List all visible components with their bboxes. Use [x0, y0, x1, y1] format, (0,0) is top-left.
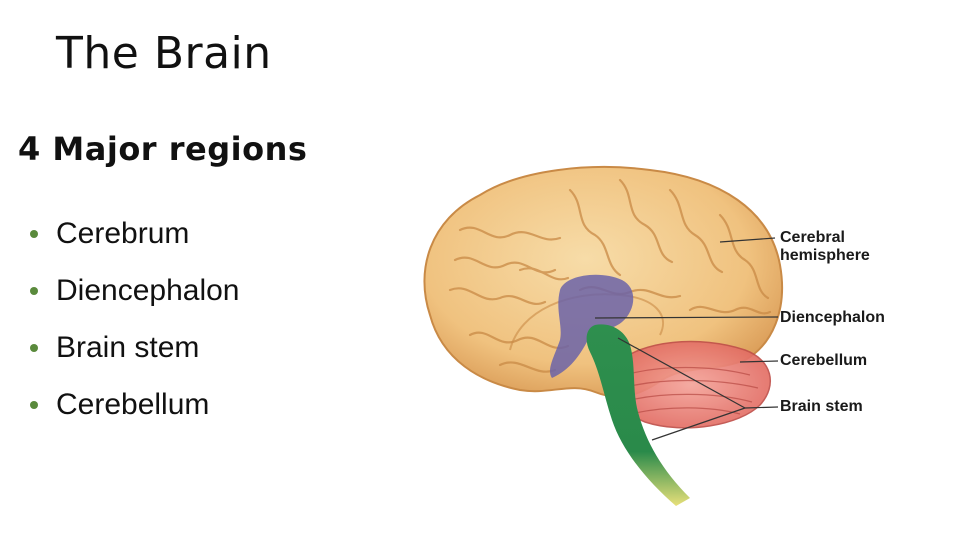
cerebellum-shape: [611, 340, 772, 429]
bullet-icon: [30, 400, 38, 409]
bullet-icon: [30, 286, 38, 295]
list-item: Cerebellum: [30, 376, 239, 433]
label-diencephalon: Diencephalon: [780, 309, 885, 326]
brain-illustration: [423, 166, 784, 506]
label-cerebral-hemisphere: Cerebral hemisphere: [780, 229, 870, 265]
list-item: Diencephalon: [30, 262, 239, 319]
bullet-icon: [30, 229, 38, 238]
brain-stem-shape: [586, 324, 690, 506]
slide-subtitle: 4 Major regions: [18, 130, 308, 168]
bullet-icon: [30, 343, 38, 352]
diencephalon-shape: [550, 274, 634, 378]
brain-figure: Cerebral hemisphere Diencephalon Cerebel…: [400, 150, 920, 520]
label-brain-stem: Brain stem: [780, 398, 863, 415]
slide-title: The Brain: [56, 28, 272, 79]
list-item-label: Brain stem: [56, 330, 200, 364]
leader-lines: [594, 237, 779, 441]
label-line: hemisphere: [780, 247, 870, 264]
list-item-label: Cerebrum: [56, 216, 190, 250]
list-item-label: Diencephalon: [56, 273, 240, 307]
list-item: Brain stem: [30, 319, 239, 376]
list-item: Cerebrum: [30, 205, 239, 262]
label-cerebellum: Cerebellum: [780, 352, 868, 369]
regions-list: Cerebrum Diencephalon Brain stem Cerebel…: [30, 205, 239, 433]
list-item-label: Cerebellum: [56, 387, 210, 421]
label-line: Cerebral: [780, 229, 845, 246]
